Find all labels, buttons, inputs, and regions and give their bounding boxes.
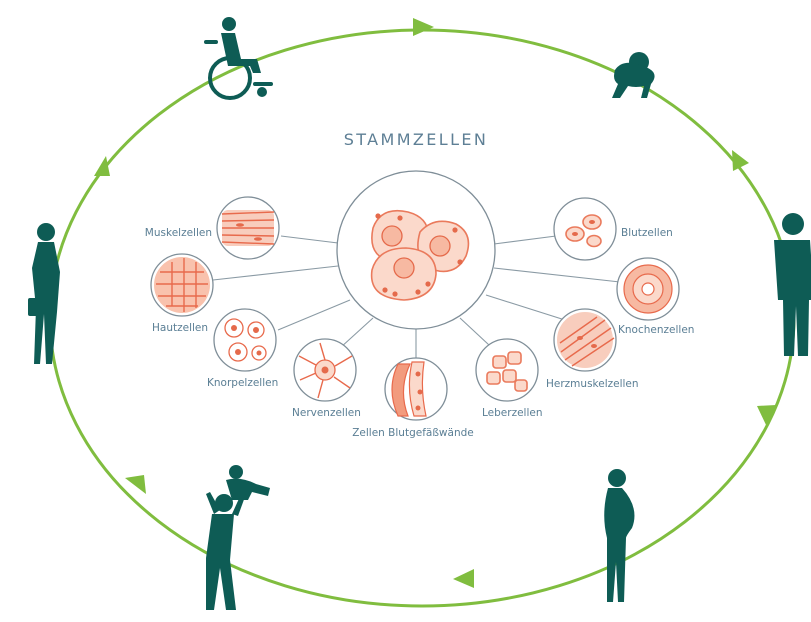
label-herzmuskelzellen: Herzmuskelzellen <box>546 378 639 390</box>
label-muskelzellen: Muskelzellen <box>145 227 212 239</box>
label-leberzellen: Leberzellen <box>482 407 543 419</box>
label-zellen-blutgefaesswaende: Zellen Blutgefäßwände <box>352 427 474 439</box>
label-hautzellen: Hautzellen <box>152 322 208 334</box>
arrow-upper-left <box>94 156 110 176</box>
skin-cell-icon <box>154 257 210 313</box>
label-knorpelzellen: Knorpelzellen <box>207 377 278 389</box>
bone-cell-icon <box>624 265 672 313</box>
muscle-fiber-icon <box>222 210 274 246</box>
crawling-baby-icon <box>612 52 655 98</box>
label-nervenzellen: Nervenzellen <box>292 407 361 419</box>
vessel-wall-cell-node: Zellen Blutgefäßwände <box>352 358 474 439</box>
woman-with-handbag-icon <box>28 223 60 364</box>
nerve-cell-node: Nervenzellen <box>292 339 361 419</box>
arrow-top <box>413 18 434 36</box>
bone-cell-node: Knochenzellen <box>617 258 694 336</box>
cartilage-cell-node: Knorpelzellen <box>207 309 278 389</box>
stem-cell-circle <box>337 171 495 329</box>
liver-cell-node: Leberzellen <box>476 339 543 419</box>
label-blutzellen: Blutzellen <box>621 227 673 239</box>
skin-cell-node: Hautzellen <box>151 254 213 334</box>
blood-cell-node: Blutzellen <box>554 198 673 260</box>
heart-muscle-cell-node: Herzmuskelzellen <box>546 309 639 390</box>
parent-lifting-child-icon <box>206 465 270 610</box>
muscle-cell-node: Muskelzellen <box>145 197 279 259</box>
diagram-title: STAMMZELLEN <box>344 130 489 149</box>
arrow-lower-left <box>125 475 146 494</box>
label-knochenzellen: Knochenzellen <box>618 324 694 336</box>
arrow-bottom <box>453 569 474 588</box>
pregnant-woman-icon <box>604 469 634 602</box>
